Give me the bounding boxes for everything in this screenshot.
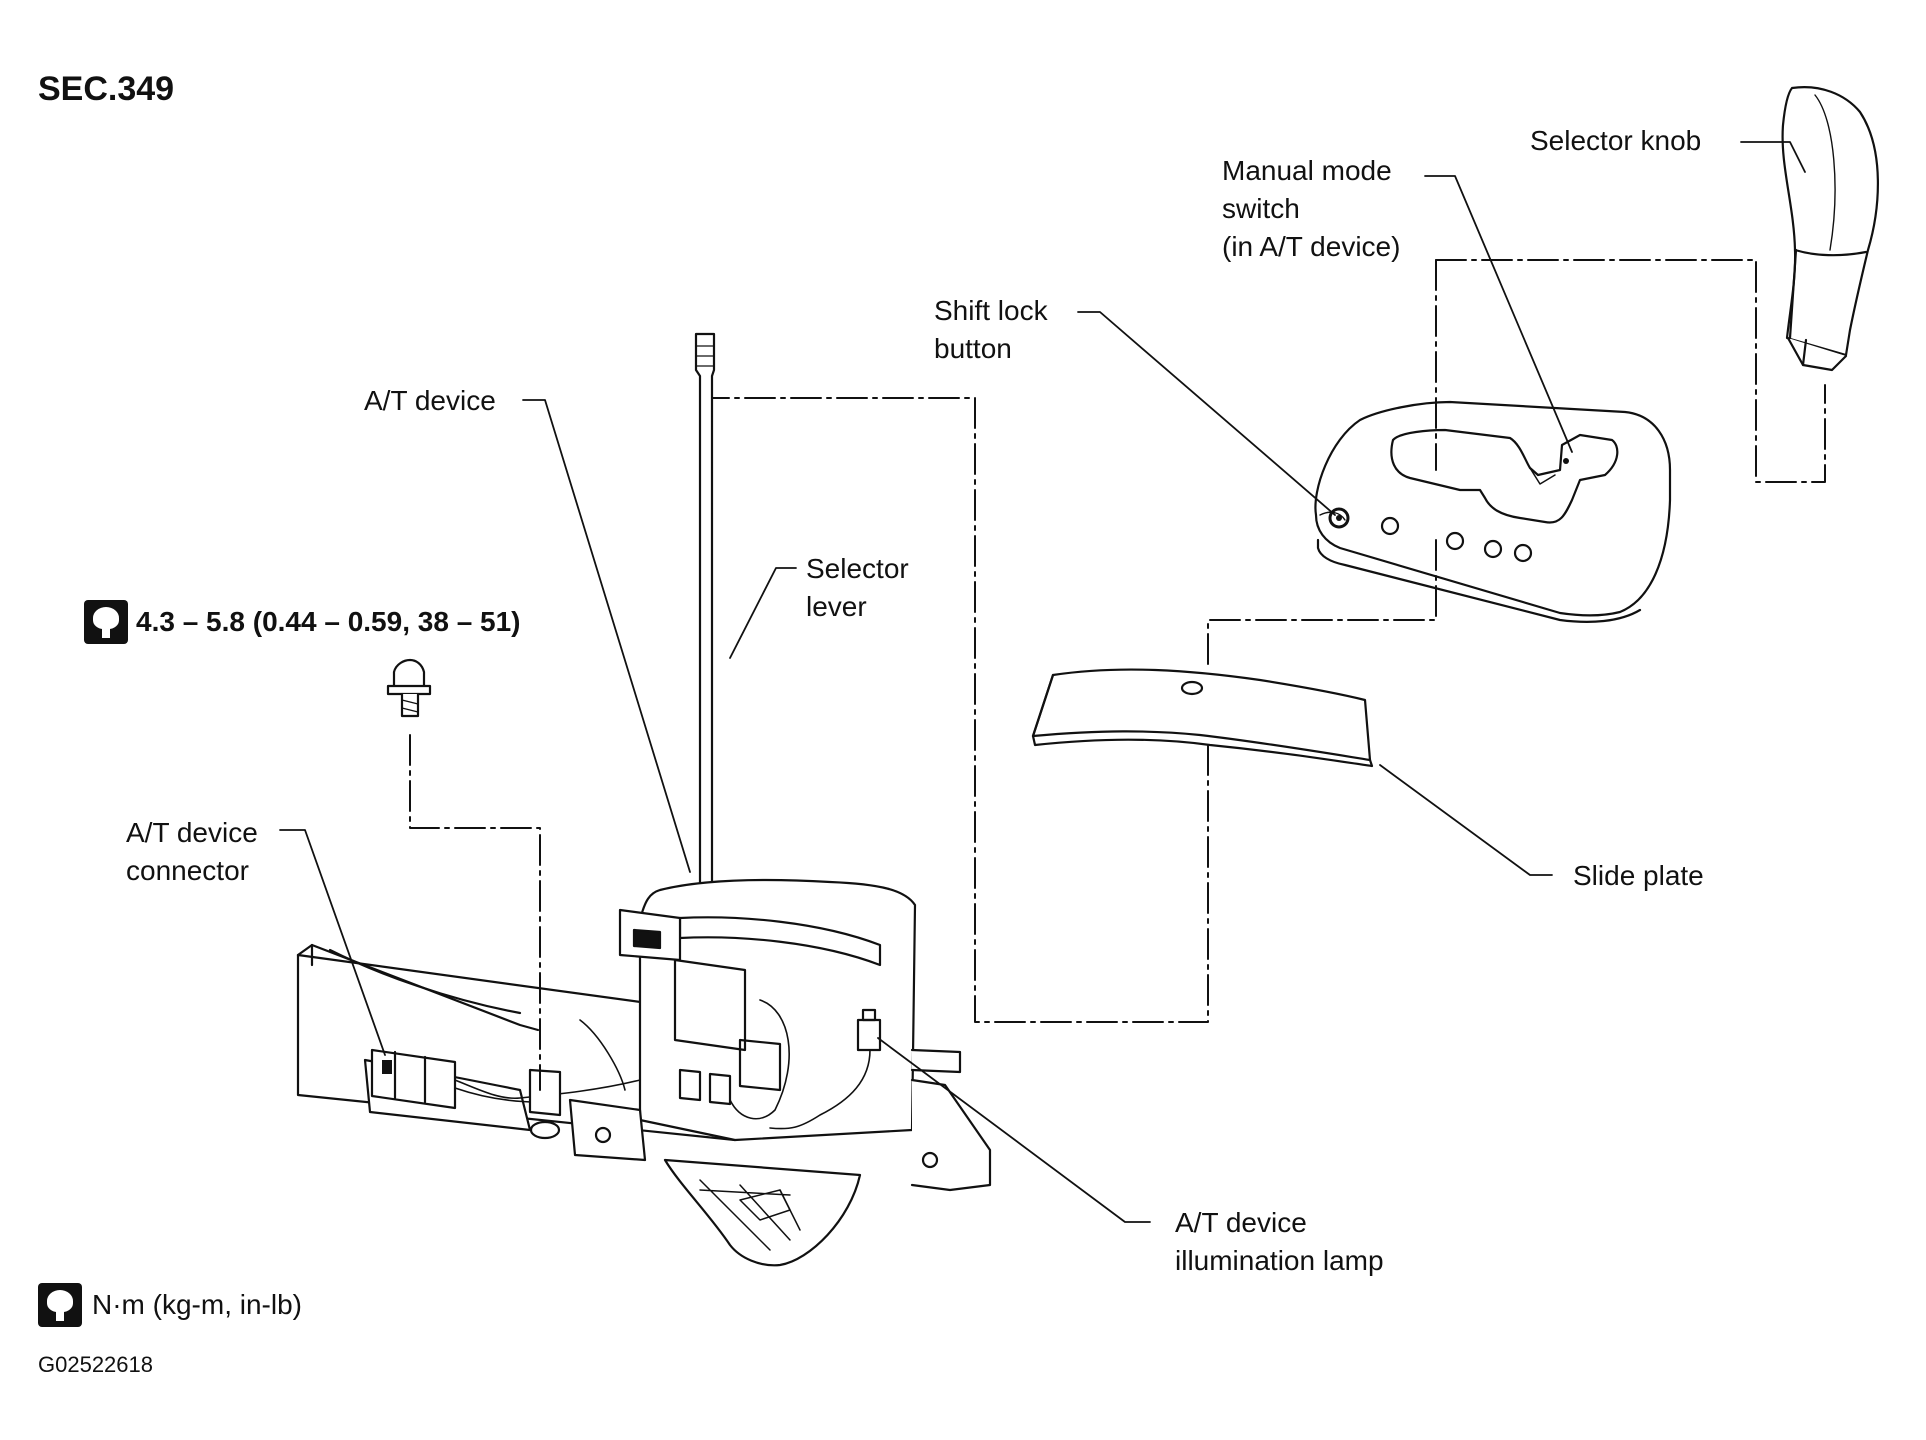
leader-lines xyxy=(279,141,1806,1223)
label-manual-mode-switch-line3: (in A/T device) xyxy=(1222,231,1401,262)
torque-unit-text: N·m (kg-m, in-lb) xyxy=(92,1289,302,1320)
label-at-device-connector: A/T device connector xyxy=(126,814,258,890)
leader-at-device-connector xyxy=(279,829,386,1056)
label-at-device-connector-line2: connector xyxy=(126,855,249,886)
leader-slide-plate xyxy=(1379,764,1553,876)
label-selector-knob: Selector knob xyxy=(1530,125,1702,156)
leader-at-device xyxy=(522,399,691,873)
selector-knob-part xyxy=(1781,86,1879,372)
label-illumination-lamp-line1: A/T device xyxy=(1175,1207,1307,1238)
slide-plate-part xyxy=(1031,668,1374,768)
leader-selector-knob xyxy=(1740,141,1806,173)
bolt-part xyxy=(386,658,432,718)
indicator-plate-part xyxy=(1314,400,1672,623)
label-selector-lever-line2: lever xyxy=(806,591,867,622)
torque-wrench-icon xyxy=(84,600,128,644)
leader-manual-mode-switch xyxy=(1424,175,1573,453)
leader-selector-lever xyxy=(729,567,797,659)
label-manual-mode-switch-line2: switch xyxy=(1222,193,1300,224)
label-selector-lever: Selector lever xyxy=(806,550,909,626)
torque-spec-value: 4.3 – 5.8 (0.44 – 0.59, 38 – 51) xyxy=(136,606,521,637)
label-shift-lock-button: Shift lock button xyxy=(934,292,1048,368)
torque-wrench-icon xyxy=(38,1283,82,1327)
label-slide-plate: Slide plate xyxy=(1573,860,1704,891)
label-illumination-lamp: A/T device illumination lamp xyxy=(1175,1204,1384,1280)
assembly-guide-lines xyxy=(409,259,1826,1091)
label-manual-mode-switch: Manual mode switch (in A/T device) xyxy=(1222,152,1400,266)
torque-spec: 4.3 – 5.8 (0.44 – 0.59, 38 – 51) xyxy=(84,600,521,644)
leader-shift-lock-button xyxy=(1077,311,1336,516)
torque-unit-legend: N·m (kg-m, in-lb) xyxy=(38,1283,302,1327)
leader-illumination-lamp xyxy=(877,1037,1151,1223)
label-shift-lock-button-line2: button xyxy=(934,333,1012,364)
section-number: SEC.349 xyxy=(38,70,175,108)
label-illumination-lamp-line2: illumination lamp xyxy=(1175,1245,1384,1276)
label-at-device: A/T device xyxy=(364,385,496,416)
label-selector-lever-line1: Selector xyxy=(806,553,909,584)
label-shift-lock-button-line1: Shift lock xyxy=(934,295,1048,326)
figure-code: G02522618 xyxy=(38,1352,153,1377)
label-at-device-connector-line1: A/T device xyxy=(126,817,258,848)
at-device-part xyxy=(296,878,992,1267)
label-manual-mode-switch-line1: Manual mode xyxy=(1222,155,1392,186)
